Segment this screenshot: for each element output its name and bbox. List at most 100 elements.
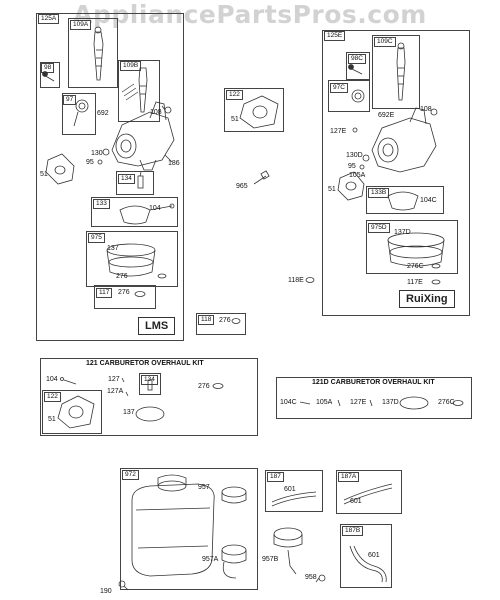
part-276-label-a: 276 (116, 273, 128, 280)
ruixing-975d-box (366, 220, 458, 274)
needle-109a-drawing (93, 26, 104, 81)
bowl-975-drawing (106, 243, 167, 279)
spacer-122-drawing (239, 95, 279, 129)
kit-121d-drawings (299, 396, 464, 410)
fuel-line-187-drawing (271, 491, 317, 507)
part-104c-label: 104C (420, 197, 437, 204)
part-957-label: 957 (198, 484, 210, 491)
fuel-tank-drawing (131, 474, 215, 577)
kit-121-127-label: 127 (108, 376, 120, 383)
part-137d-label: 137D (394, 229, 411, 236)
gasket-51-ruixing-drawing (337, 171, 365, 201)
part-109b-tag: 109B (120, 61, 142, 71)
part-98-tag: 98 (41, 63, 55, 73)
kit-121d-137d-label: 137D (382, 399, 399, 406)
kit-121d-276c-label: 276C (438, 399, 455, 406)
ruixing-133b-box (366, 186, 444, 214)
part-975-tag: 975 (88, 233, 105, 243)
lms-brand-label: LMS (138, 317, 176, 335)
part-187a-tag: 187A (338, 472, 360, 482)
part-51-label-r: 51 (328, 186, 336, 193)
clip-108-drawing (161, 105, 172, 114)
part-117-tag: 117 (96, 288, 113, 298)
part-958-label: 958 (305, 574, 317, 581)
part-95-label: 95 (86, 159, 94, 166)
part-118e-label: 118E (288, 277, 304, 284)
lms-panel (36, 13, 184, 341)
ruixing-panel-id: 125E (324, 31, 346, 41)
valve-97c-drawing (351, 89, 365, 103)
part-187-tag: 187 (267, 472, 284, 482)
part-134-tag: 134 (118, 174, 135, 184)
part-109a-tag: 109A (70, 20, 92, 30)
cap-957a-drawing (221, 544, 247, 579)
lms-133-box (91, 197, 178, 227)
part-601-label-c: 601 (368, 552, 380, 559)
lms-109a-box (68, 18, 118, 88)
lms-134-box (116, 171, 154, 195)
carburetor-ruixing-drawing (371, 107, 437, 173)
part-190-label: 190 (100, 588, 112, 595)
part-95-label-r: 95 (348, 163, 356, 170)
fuel-line-187a-drawing (343, 483, 393, 505)
bolt-965-drawing (253, 170, 270, 185)
kit-121-51-label: 51 (48, 416, 56, 423)
lms-117-box (94, 285, 156, 309)
screw-98c-drawing (348, 64, 363, 75)
float-133-drawing (119, 203, 175, 225)
kit-121d-title: 121D CARBURETOR OVERHAUL KIT (312, 379, 435, 386)
tank-panel (120, 468, 258, 590)
cap-957b-drawing (273, 527, 303, 575)
part-133b-tag: 133B (368, 188, 390, 198)
kit-121-127a-label: 127A (107, 388, 124, 395)
part-601-label-a: 601 (284, 486, 296, 493)
part-108-label: 108 (150, 109, 162, 116)
part-118-tag: 118 (198, 315, 215, 325)
part-692e-label: 692E (378, 112, 395, 119)
float-133b-drawing (387, 191, 419, 211)
lms-97-box (62, 93, 96, 135)
lms-98-box (40, 62, 60, 88)
part-130d-label: 130D (346, 152, 363, 159)
valve-97-drawing (73, 99, 89, 127)
needle-109b-drawing (121, 67, 148, 113)
lms-975-box (86, 231, 178, 287)
part-118-box (196, 313, 246, 335)
kit-121-104-label: 104 (46, 376, 58, 383)
ruixing-98c-box (346, 52, 370, 80)
kit-121d-panel (276, 377, 472, 419)
part-276c-label: 276C (407, 263, 424, 270)
part-276-label-mid: 276 (219, 317, 231, 324)
part-601-label-b: 601 (350, 498, 362, 505)
part-276-label-b: 276 (118, 289, 130, 296)
watermark: AppliancePartsPros.com (73, 0, 427, 29)
part-130-label: 130 (91, 150, 103, 157)
part-186-label: 186 (168, 160, 180, 167)
part-117e-label: 117E (407, 279, 423, 286)
part-51-label-mid: 51 (231, 116, 239, 123)
needle-109c-drawing (396, 42, 406, 101)
screw-190-drawing (118, 580, 129, 591)
kit-121-drawings (57, 377, 224, 429)
part-975d-tag: 975D (368, 223, 390, 233)
kit-121-137-label: 137 (123, 409, 135, 416)
part-187-box (265, 470, 323, 512)
part-957a-label: 957A (202, 556, 219, 563)
kit-121-276-label: 276 (198, 383, 210, 390)
screw-98-drawing (42, 71, 55, 82)
kit-121d-105a-label: 105A (316, 399, 333, 406)
ruixing-97c-box (328, 80, 370, 112)
part-187a-box (336, 470, 402, 514)
part-134-drawing (137, 171, 144, 189)
kit-121d-104c-label: 104C (280, 399, 297, 406)
part-97c-tag: 97C (330, 83, 348, 93)
kit-121-122-box (42, 390, 102, 434)
clamp-958-drawing (315, 574, 326, 583)
kit-121-panel (40, 358, 258, 436)
part-137-label: 137 (107, 245, 119, 252)
kit-121-122-tag: 122 (44, 392, 61, 402)
ruixing-brand-label: RuiXing (399, 290, 455, 308)
ruixing-panel (322, 30, 470, 316)
part-127e-label: 127E (330, 128, 347, 135)
